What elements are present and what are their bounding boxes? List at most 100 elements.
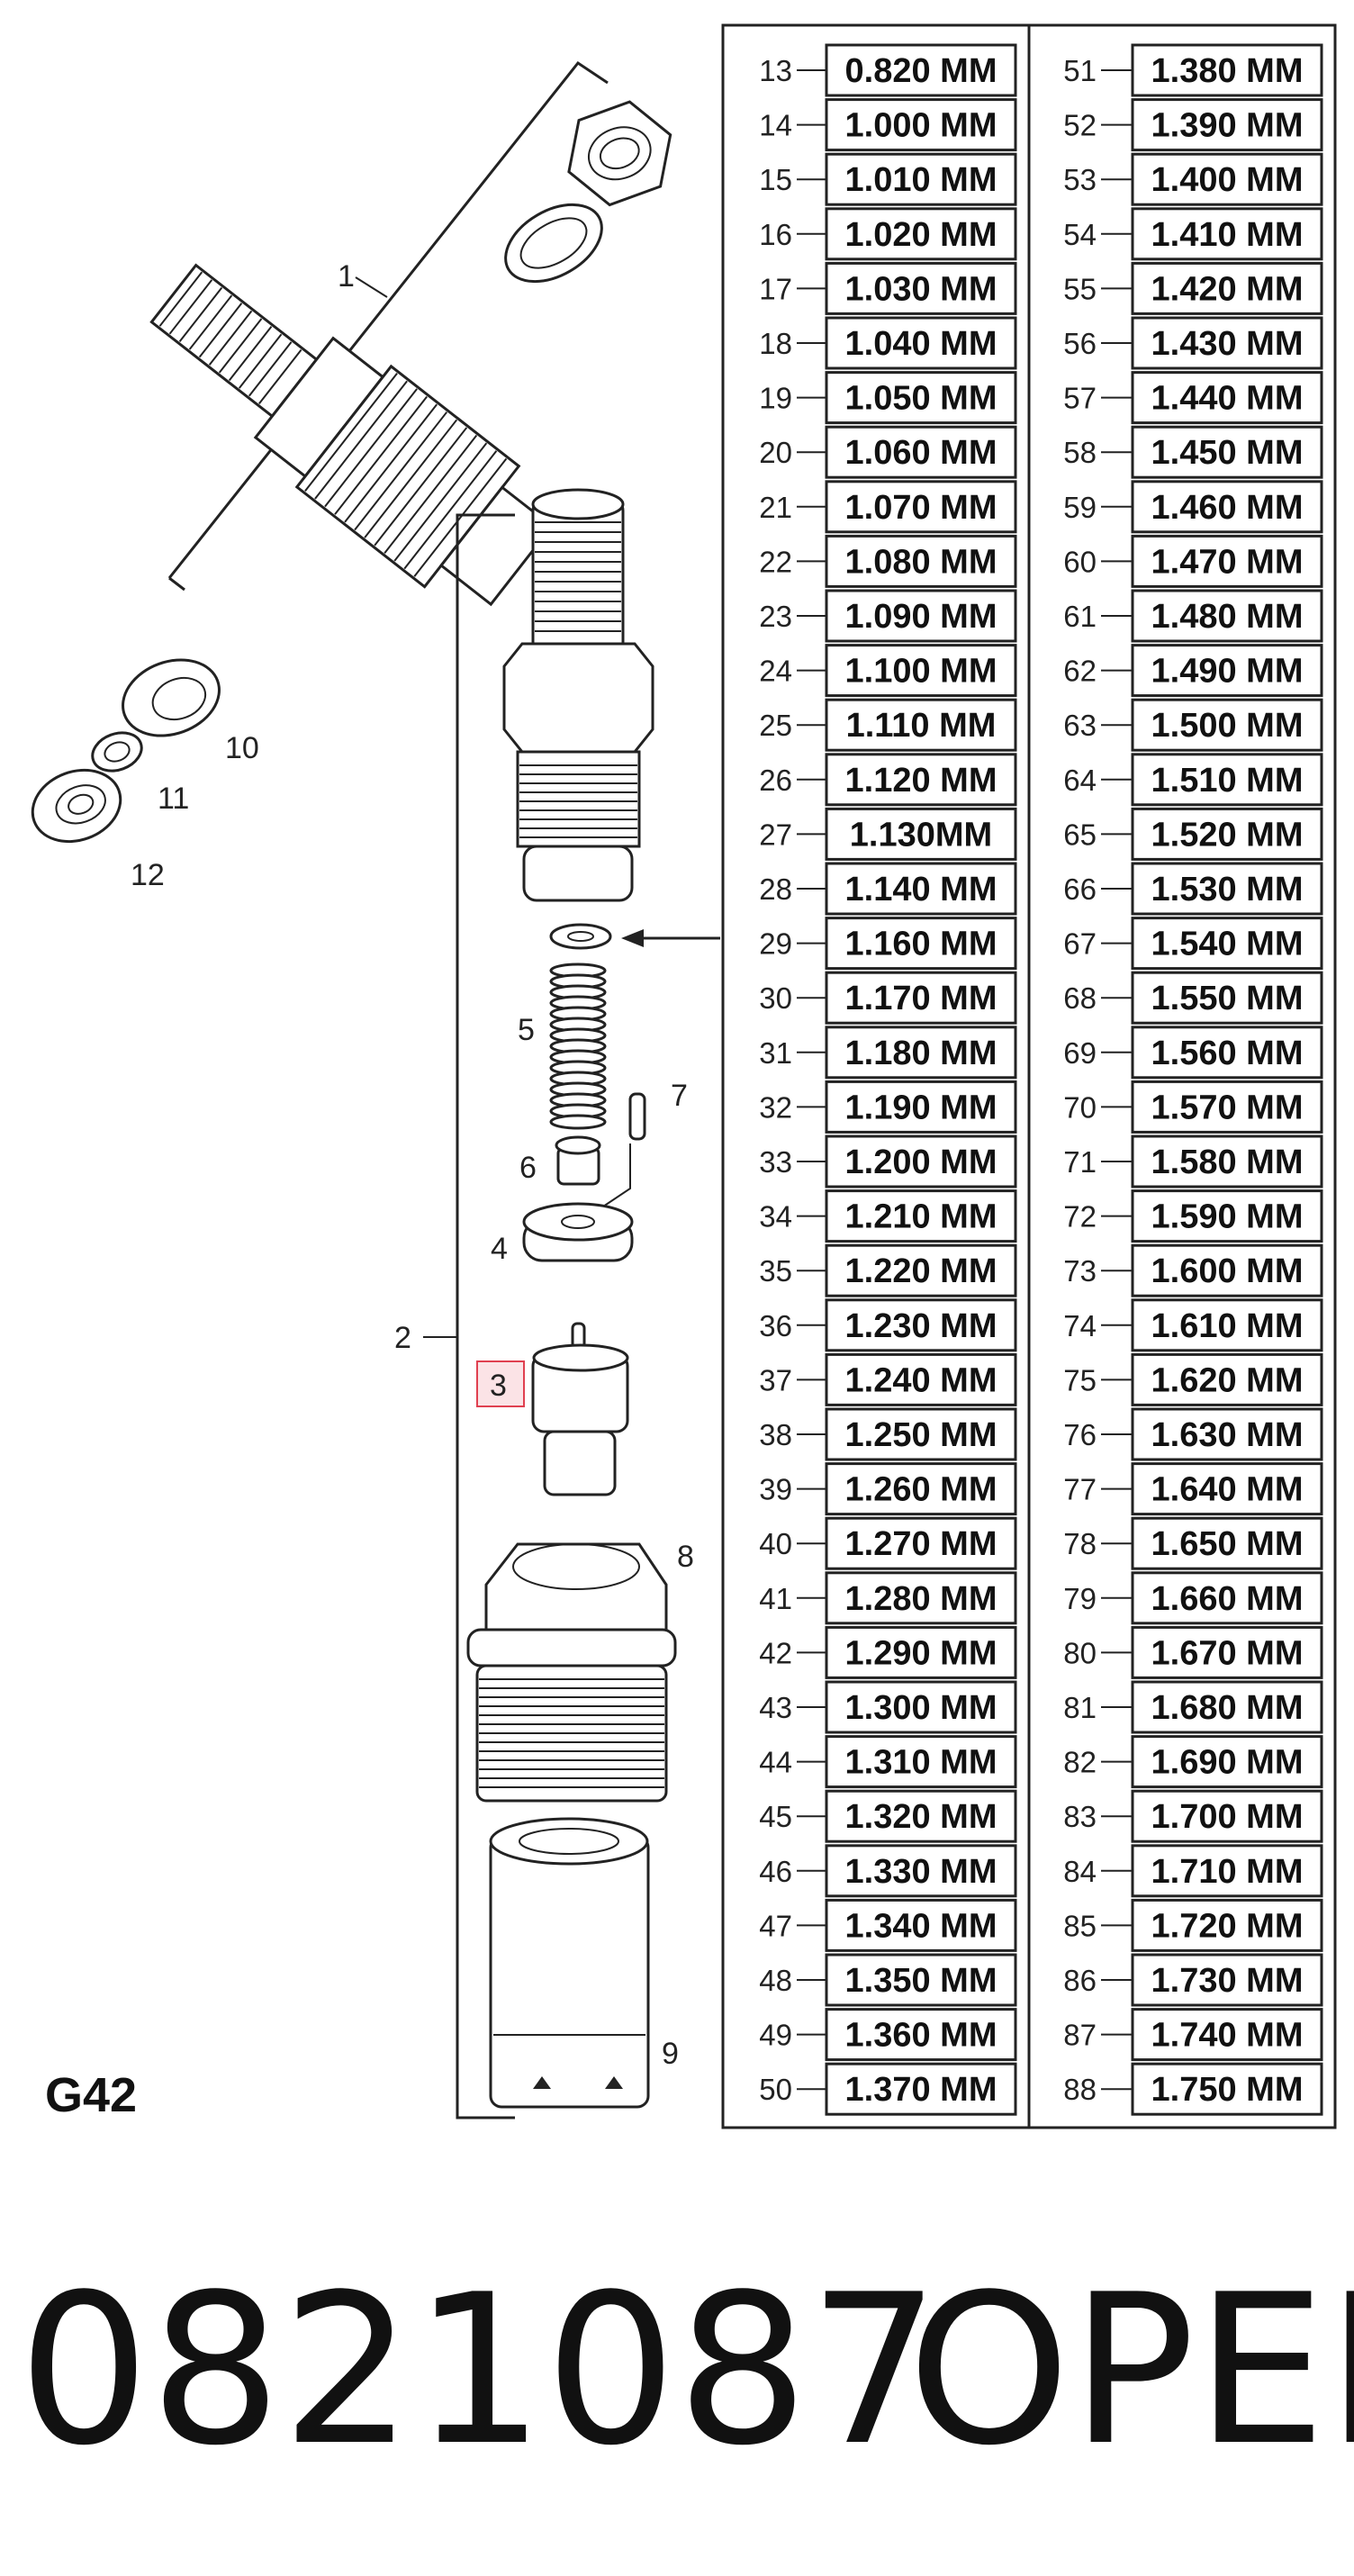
size-table-value: 1.420 MM — [1151, 270, 1304, 308]
size-table-value-box — [1131, 2062, 1323, 2116]
size-table-row-number: 26 — [759, 764, 792, 797]
size-table-value: 1.580 MM — [1151, 1143, 1304, 1181]
size-table-row-number: 18 — [759, 327, 792, 360]
size-table-row-number: 39 — [759, 1473, 792, 1506]
size-table-value-box — [1131, 971, 1323, 1025]
size-table-value-box — [1131, 1789, 1323, 1843]
size-table-value: 1.380 MM — [1151, 52, 1304, 90]
size-table-row-number: 78 — [1063, 1527, 1097, 1560]
size-table-row-number: 64 — [1063, 764, 1097, 797]
size-table-value-box — [1131, 207, 1323, 261]
size-table-value: 1.230 MM — [845, 1307, 997, 1345]
callout-1: 1 — [338, 259, 355, 294]
size-table-row-number: 60 — [1063, 545, 1097, 578]
size-table-value: 1.740 MM — [1151, 2017, 1304, 2055]
size-table-row-number: 51 — [1063, 54, 1097, 87]
size-table-value-box — [825, 753, 1017, 807]
size-table-row-number: 47 — [759, 1909, 792, 1942]
size-table-value: 1.030 MM — [845, 270, 997, 308]
size-table-value-box — [1131, 1844, 1323, 1898]
size-table-row-number: 27 — [759, 818, 792, 851]
size-table-value: 1.400 MM — [1151, 161, 1304, 199]
size-table-row-number: 50 — [759, 2073, 792, 2106]
nut-illustration — [567, 100, 672, 207]
size-table-value-box — [1131, 807, 1323, 861]
part-number: 0821087 — [18, 2251, 940, 2491]
size-table-row-number: 54 — [1063, 218, 1097, 251]
size-table-value: 1.080 MM — [845, 543, 997, 581]
size-table-value-box — [825, 1352, 1017, 1406]
size-table-value-box — [1131, 1898, 1323, 1952]
diagram-code: G42 — [45, 2068, 137, 2122]
size-table-row-number: 31 — [759, 1036, 792, 1070]
size-table-value: 1.600 MM — [1151, 1252, 1304, 1290]
size-table-row-number: 42 — [759, 1636, 792, 1669]
size-table-value: 1.550 MM — [1151, 980, 1304, 1017]
size-table-row-number: 67 — [1063, 927, 1097, 961]
item-1-bracket-end — [168, 576, 185, 592]
size-table-row-number: 82 — [1063, 1746, 1097, 1779]
size-table-row-number: 28 — [759, 872, 792, 906]
size-table-value-box — [825, 644, 1017, 698]
size-table-value: 1.300 MM — [845, 1689, 997, 1727]
size-table-value: 1.330 MM — [845, 1853, 997, 1891]
size-table-value: 1.710 MM — [1151, 1853, 1304, 1891]
size-table-value: 1.450 MM — [1151, 434, 1304, 472]
size-table-row-number: 84 — [1063, 1855, 1097, 1888]
callout-1-leader — [355, 276, 388, 298]
size-table-value-box — [1131, 1026, 1323, 1080]
size-table-value: 1.620 MM — [1151, 1361, 1304, 1399]
size-table-value: 1.700 MM — [1151, 1798, 1304, 1836]
size-table-value-box — [1131, 862, 1323, 916]
size-table-row-number: 20 — [759, 436, 792, 469]
size-table-value-box — [825, 43, 1017, 97]
size-table-value: 1.220 MM — [845, 1252, 997, 1290]
size-table-value: 1.170 MM — [845, 980, 997, 1017]
size-table-value-box — [1131, 1243, 1323, 1297]
size-table-value: 1.480 MM — [1151, 598, 1304, 636]
size-table-row-number: 22 — [759, 545, 792, 578]
size-table-row-number: 46 — [759, 1855, 792, 1888]
size-table-value-box — [1131, 1080, 1323, 1134]
size-table-value: 1.280 MM — [845, 1580, 997, 1618]
size-table-value-box — [825, 1462, 1017, 1516]
size-table-value: 1.060 MM — [845, 434, 997, 472]
size-table-value-box — [1131, 43, 1323, 97]
size-table-value-box — [825, 698, 1017, 752]
size-table-value: 1.040 MM — [845, 325, 997, 363]
size-table-value: 1.010 MM — [845, 161, 997, 199]
size-table-arrow-head — [621, 929, 644, 947]
callout-6: 6 — [519, 1151, 537, 1185]
size-table-value-box — [825, 1898, 1017, 1952]
body-thread-illustration — [516, 750, 641, 848]
size-table-value: 1.090 MM — [845, 598, 997, 636]
callout-7: 7 — [671, 1079, 688, 1113]
size-table-row-number: 72 — [1063, 1200, 1097, 1234]
size-table-row-number: 15 — [759, 163, 792, 196]
size-table-value: 1.440 MM — [1151, 380, 1304, 418]
size-table-value: 1.690 MM — [1151, 1744, 1304, 1782]
size-table-value: 1.560 MM — [1151, 1035, 1304, 1072]
washer-illustration — [504, 203, 603, 284]
size-table-value: 1.240 MM — [845, 1361, 997, 1399]
size-table-value: 1.340 MM — [845, 1907, 997, 1945]
size-table-value-box — [825, 1844, 1017, 1898]
size-table-value: 1.260 MM — [845, 1471, 997, 1509]
size-table-value-box — [1131, 1134, 1323, 1189]
size-table-value: 1.250 MM — [845, 1416, 997, 1454]
size-table-row-number: 13 — [759, 54, 792, 87]
size-table-row-number: 58 — [1063, 436, 1097, 469]
callout-3-highlight-box — [476, 1360, 525, 1407]
size-table-row-number: 29 — [759, 927, 792, 961]
size-table-value-box — [1131, 98, 1323, 152]
size-table-row-number: 83 — [1063, 1800, 1097, 1833]
item-2-bracket — [456, 513, 515, 2120]
injector-assembly-illustration — [31, 60, 672, 844]
size-table-row-number: 57 — [1063, 382, 1097, 415]
nozzle-tip-illustration — [543, 1430, 617, 1496]
size-table-value: 1.310 MM — [845, 1744, 997, 1782]
spring-illustration — [549, 963, 607, 1130]
size-table-value: 1.570 MM — [1151, 1089, 1304, 1126]
size-table-value: 1.130MM — [850, 816, 992, 854]
